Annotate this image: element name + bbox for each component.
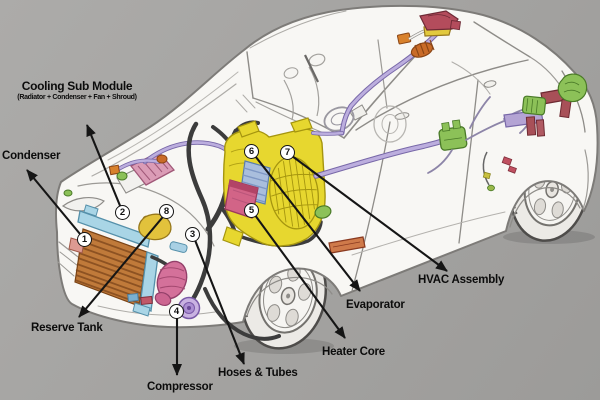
label-evaporator: Evaporator <box>346 299 405 311</box>
marker-4-compressor: 4 <box>169 304 184 319</box>
radiator-frame-cap <box>83 204 99 217</box>
label-cooling-sub-module: Cooling Sub Module (Radiator + Condenser… <box>2 79 152 102</box>
label-hoses-tubes: Hoses & Tubes <box>218 367 298 379</box>
callout-arrows <box>26 124 448 376</box>
arrow-hoses-tubes <box>192 234 245 365</box>
rear-wire <box>482 151 495 192</box>
hvac-foot <box>222 226 244 247</box>
marker-7-hvac-assembly: 7 <box>280 145 295 160</box>
label-cooling-sub-module-title: Cooling Sub Module <box>21 79 133 93</box>
radiator-frame-side <box>139 251 159 312</box>
label-hvac-assembly: HVAC Assembly <box>418 274 505 286</box>
roof-link-tube <box>408 29 425 41</box>
car-body-outline <box>55 4 599 329</box>
label-cooling-sub-module-subtitle: (Radiator + Condenser + Fan + Shroud) <box>17 94 137 102</box>
arrow-hvac-assembly <box>287 152 448 272</box>
label-compressor: Compressor <box>147 381 213 393</box>
arrow-reserve-tank <box>78 211 168 318</box>
label-heater-core: Heater Core <box>322 346 385 358</box>
marker-5-heater-core: 5 <box>244 203 259 218</box>
interior-sketch <box>283 53 407 143</box>
hvac-outlet-left <box>237 120 260 138</box>
hvac-fitting-green <box>314 205 332 219</box>
roof-vent-red <box>419 10 462 37</box>
engine-fitting-green <box>63 171 128 197</box>
radiator-frame-top <box>77 210 151 248</box>
arrow-heater-core <box>251 210 346 339</box>
marker-3-hoses-tubes: 3 <box>185 227 200 242</box>
radiator <box>74 204 159 317</box>
radiator-frame-bottom <box>132 302 151 317</box>
rocker-duct <box>328 236 366 254</box>
blower-drum <box>269 156 319 230</box>
label-reserve-tank: Reserve Tank <box>31 322 103 334</box>
under-radiator-fittings <box>127 292 153 306</box>
arrow-cooling-sub-module <box>86 124 124 214</box>
hvac-outlet-right <box>290 117 313 133</box>
ac-pipe-blue <box>169 241 188 253</box>
rear-floor-unit <box>438 119 468 151</box>
door-handle-rear <box>483 80 497 88</box>
hose-fitting-orange-small <box>108 154 168 176</box>
arrow-condenser <box>26 169 86 241</box>
label-condenser: Condenser <box>2 150 61 162</box>
rear-red-bits <box>501 156 517 174</box>
marker-6-evaporator: 6 <box>244 144 259 159</box>
marker-1-condenser: 1 <box>77 232 92 247</box>
marker-2-cooling-sub-module: 2 <box>115 205 130 220</box>
roof-coupling-orange <box>410 39 435 58</box>
arrow-evaporator <box>251 151 361 292</box>
marker-8-reserve-tank: 8 <box>159 204 174 219</box>
rear-green-units <box>521 73 588 116</box>
